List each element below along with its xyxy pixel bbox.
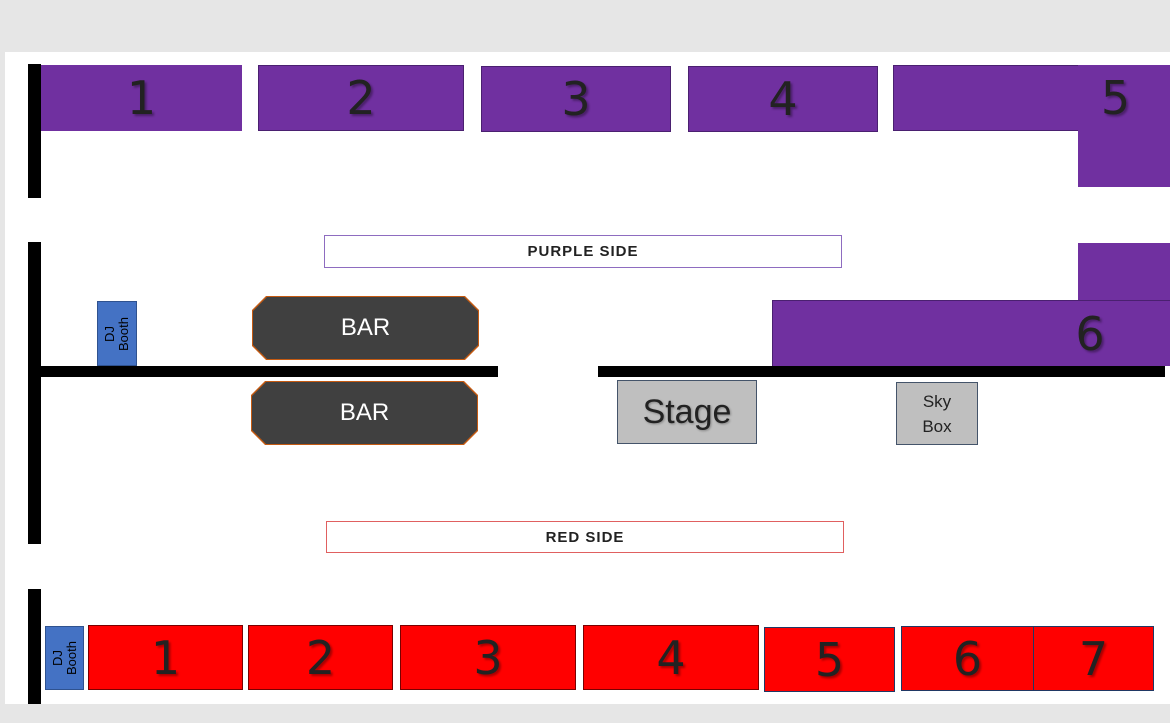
red-table-number: 6 <box>952 631 983 686</box>
red-table-number: 5 <box>814 632 845 687</box>
divider-wall-left <box>41 366 498 377</box>
left-wall-bottom <box>28 589 41 704</box>
purple-table-number: 4 <box>768 72 798 126</box>
red-table-2[interactable]: 2 <box>248 625 393 690</box>
dj-booth-top-line1: DJ <box>102 325 117 342</box>
purple-table-6-main[interactable] <box>772 300 1170 366</box>
stage[interactable]: Stage <box>617 380 757 444</box>
purple-table-number: 1 <box>126 71 157 125</box>
purple-table-6-number: 6 <box>1075 307 1105 361</box>
divider-wall-right <box>598 366 1165 377</box>
bar-bottom[interactable]: BAR <box>252 382 477 444</box>
sky-box-line2: Box <box>922 416 952 436</box>
left-wall-middle <box>28 242 41 544</box>
red-table-5[interactable]: 5 <box>764 627 895 692</box>
purple-table-2[interactable]: 2 <box>258 65 464 131</box>
purple-table-number: 2 <box>346 71 376 125</box>
purple-table-5-number: 5 <box>1100 71 1131 125</box>
dj-booth-bottom-line1: DJ <box>49 650 65 666</box>
red-table-7[interactable]: 7 <box>1033 626 1154 691</box>
dj-booth-top-line2: Booth <box>116 316 131 351</box>
red-side-label: RED SIDE <box>326 521 844 553</box>
purple-table-3[interactable]: 3 <box>481 66 671 132</box>
red-table-number: 2 <box>305 630 336 685</box>
purple-table-1[interactable]: 1 <box>41 65 242 131</box>
purple-table-4[interactable]: 4 <box>688 66 878 132</box>
red-table-number: 1 <box>150 630 181 685</box>
red-table-1[interactable]: 1 <box>88 625 243 690</box>
purple-table-number: 3 <box>561 72 591 126</box>
bar-top[interactable]: BAR <box>253 297 478 359</box>
dj-booth-bottom-line2: Booth <box>63 641 79 675</box>
red-table-number: 7 <box>1078 631 1109 686</box>
left-wall-top <box>28 64 41 198</box>
red-table-3[interactable]: 3 <box>400 625 576 690</box>
purple-side-label: PURPLE SIDE <box>324 235 842 268</box>
sky-box[interactable]: Sky Box <box>896 382 978 445</box>
red-table-number: 4 <box>656 630 686 685</box>
purple-table-5-side[interactable] <box>1078 65 1170 187</box>
red-table-4[interactable]: 4 <box>583 625 759 690</box>
sky-box-line1: Sky <box>922 391 952 411</box>
red-table-6[interactable]: 6 <box>901 626 1034 691</box>
red-table-number: 3 <box>473 630 503 685</box>
